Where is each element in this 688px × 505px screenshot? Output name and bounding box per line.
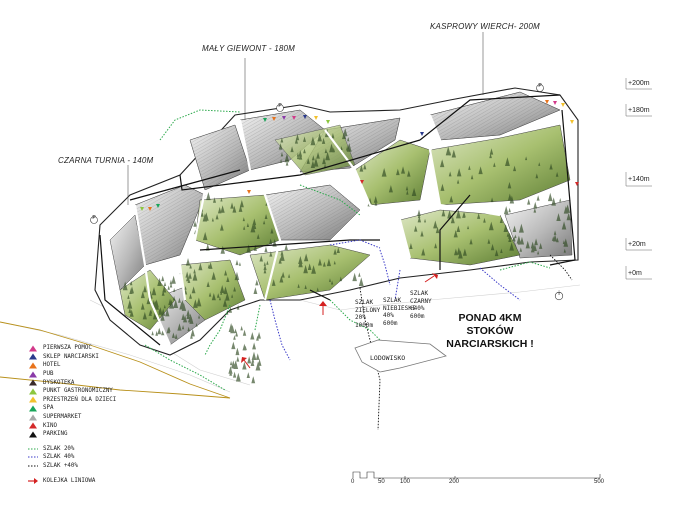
scale-tick: 200	[449, 479, 460, 485]
legend-row: HOTEL	[28, 361, 208, 370]
elevation-label: +0m	[628, 270, 642, 277]
forest-texture	[122, 128, 571, 384]
legend-row: PIERWSZA POMOC	[28, 344, 208, 353]
spa-icon	[28, 404, 38, 412]
supermarket-icon	[28, 413, 38, 421]
scale-tick: 500	[594, 479, 605, 485]
legend-row: PARKING	[28, 430, 208, 439]
legend-row: PUB	[28, 370, 208, 379]
peak-label-maly-giewont: MAŁY GIEWONT - 180M	[202, 44, 296, 53]
parking-marker-icon	[90, 216, 98, 224]
lift-lines	[99, 94, 576, 346]
disco-icon	[28, 379, 38, 387]
kids-area-icon	[28, 396, 38, 404]
parking-marker-label: P	[92, 215, 96, 221]
legend-row-cable: KOLEJKA LINIOWA	[28, 476, 208, 485]
glacier-label: LODOWISKO	[370, 354, 406, 362]
legend-row: SUPERMARKET	[28, 413, 208, 422]
glacier-area	[354, 339, 447, 373]
parking-icon	[28, 430, 38, 438]
blue-dotted-line-icon	[28, 453, 38, 461]
elevation-label: +140m	[628, 176, 650, 183]
scale-tick: 50	[378, 479, 385, 485]
access-road	[0, 321, 231, 399]
headline: PONAD 4KM STOKÓW NARCIARSKICH !	[446, 312, 534, 350]
info-marker-label: i	[558, 291, 560, 297]
hotel-icon	[28, 361, 38, 369]
first-aid-icon	[28, 344, 38, 352]
parking-marker-icon	[276, 104, 284, 112]
ski-runs	[133, 114, 501, 346]
cable-car-arrows	[241, 273, 438, 369]
red-arrow-icon	[28, 477, 38, 485]
elevation-label: +180m	[628, 107, 650, 114]
trail-label-green: SZLAK ZIELONY 20% 1000m	[355, 299, 381, 329]
ski-shop-icon	[28, 353, 38, 361]
info-marker-icon	[554, 291, 564, 301]
scale-tick: 100	[400, 479, 411, 485]
legend-row-trail: SZLAK +40%	[28, 462, 208, 471]
cinema-icon	[28, 422, 38, 430]
green-dotted-line-icon	[28, 445, 38, 453]
elevation-label: +200m	[628, 80, 650, 87]
amenity-markers	[140, 100, 579, 211]
parking-marker-icon	[536, 84, 544, 92]
pub-icon	[28, 370, 38, 378]
scale-bar	[352, 471, 601, 479]
peak-label-kasprowy-wierch: KASPROWY WIERCH- 200M	[430, 22, 540, 31]
trail-blue	[269, 239, 521, 361]
legend-row: PUNKT GASTRONOMICZNY	[28, 387, 208, 396]
trail-label-black: SZLAK CZARNY +40% 600m	[410, 290, 432, 320]
parking-marker-label: P	[278, 103, 282, 109]
legend-row: SKLEP NARCIARSKI	[28, 353, 208, 362]
map-symbols	[90, 84, 564, 301]
legend-row: KINO	[28, 421, 208, 430]
parking-marker-label: P	[538, 83, 542, 89]
black-dotted-line-icon	[28, 462, 38, 470]
legend-row-trail: SZLAK 40%	[28, 453, 208, 462]
elevation-lines	[625, 78, 652, 280]
scale-tick: 0	[351, 479, 355, 485]
peak-label-czarna-turnia: CZARNA TURNIA - 140M	[58, 156, 154, 165]
legend-row: SPA	[28, 404, 208, 413]
legend-row: PRZESTRZEŃ DLA DZIECI	[28, 396, 208, 405]
access-road	[0, 376, 231, 399]
trail-label-blue: SZLAK NIEBIESKI 40% 600m	[383, 297, 416, 327]
elevation-label: +20m	[628, 241, 646, 248]
legend-row-trail: SZLAK 20%	[28, 445, 208, 454]
peak-leaders	[127, 32, 484, 205]
trail-green	[144, 109, 551, 391]
legend-row: DYSKOTEKA	[28, 378, 208, 387]
restaurant-icon	[28, 387, 38, 395]
